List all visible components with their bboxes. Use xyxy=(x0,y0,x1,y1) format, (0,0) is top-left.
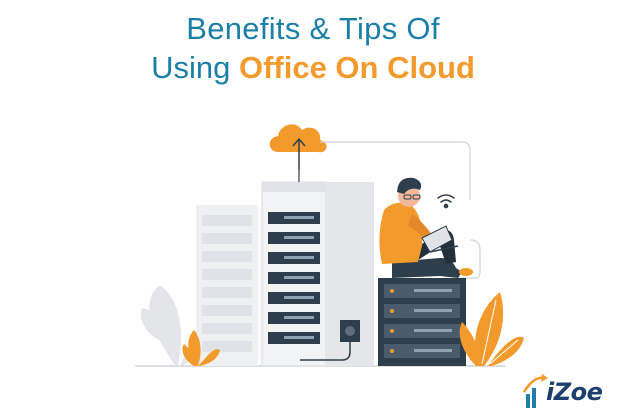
cable xyxy=(300,342,351,361)
network-line xyxy=(320,141,471,200)
dark-server-stack xyxy=(378,278,466,366)
izoe-logo-mark xyxy=(522,374,548,408)
leaf-icon-left xyxy=(182,330,220,366)
page-title: Benefits & Tips Of Using Office On Cloud xyxy=(0,10,626,86)
title-prefix: Using xyxy=(151,50,239,86)
logo-icon xyxy=(522,374,548,408)
logo-text: iZoe xyxy=(546,378,603,406)
leaf-icon-right xyxy=(459,292,524,366)
faded-server-rack xyxy=(196,205,258,366)
title-accent: Office On Cloud xyxy=(238,50,475,86)
laptop-icon xyxy=(421,225,459,253)
cloud-upload-icon xyxy=(269,124,327,182)
title-line-1: Benefits & Tips Of xyxy=(186,11,440,46)
main-server-rack xyxy=(261,181,374,367)
wifi-icon xyxy=(437,194,455,209)
network-line-2 xyxy=(462,239,481,279)
person-figure xyxy=(379,177,473,278)
title-line-2: Using Office On Cloud xyxy=(0,49,626,86)
